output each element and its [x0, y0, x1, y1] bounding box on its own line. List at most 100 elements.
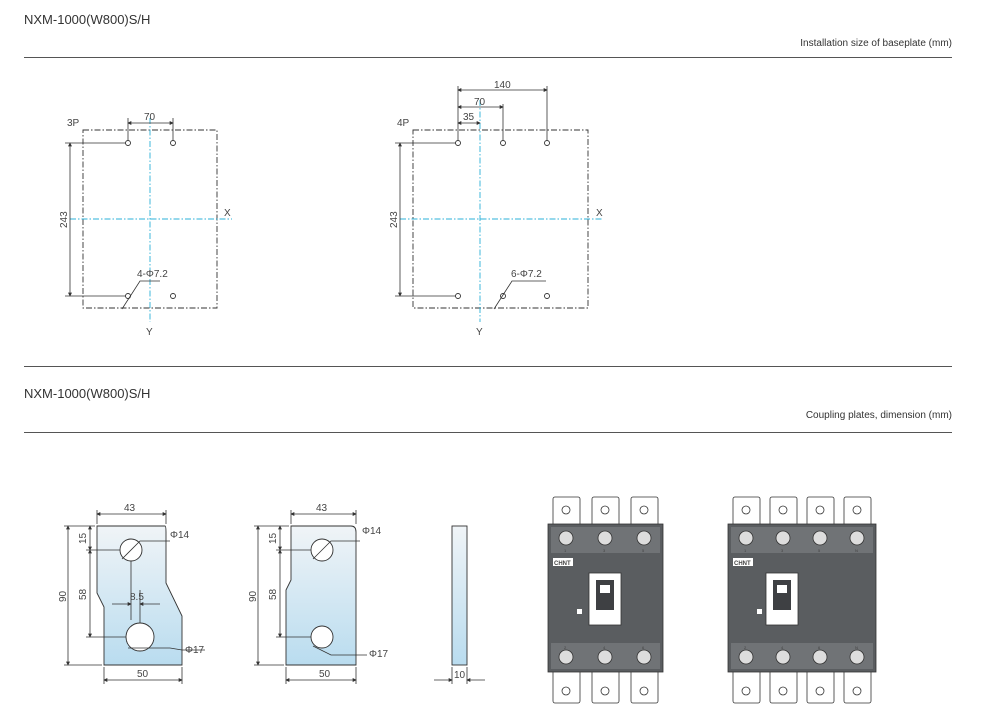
- axis-x-label-4p: X: [596, 208, 603, 219]
- dim-width-3p: 70: [144, 112, 156, 123]
- operating-handle: [773, 580, 791, 610]
- terminal-screw: [849, 649, 865, 665]
- terminal-number: 3: [781, 548, 784, 553]
- axis-y-label-3p: Y: [146, 327, 153, 338]
- hole-large: [310, 625, 334, 649]
- mount-hole: [125, 293, 131, 299]
- mount-hole: [455, 293, 461, 299]
- terminal-plate: [843, 496, 872, 531]
- divider: [24, 366, 952, 367]
- section-caption-coupling: Coupling plates, dimension (mm): [805, 410, 952, 421]
- thickness: 10: [454, 670, 466, 681]
- brand-logo-3p: CHNT: [554, 561, 571, 567]
- terminal-screw: [775, 530, 791, 546]
- terminal-number: 5: [642, 548, 645, 553]
- terminal-number: N: [855, 645, 858, 650]
- terminal-number: 2: [564, 645, 567, 650]
- terminal-number: 4: [781, 645, 784, 650]
- terminal-screw: [775, 649, 791, 665]
- terminal-number: 4: [603, 645, 606, 650]
- dim-height-4p: 243: [389, 211, 400, 228]
- hole-large-label: Φ17: [369, 649, 389, 660]
- mount-hole: [544, 140, 550, 146]
- width-bottom: 50: [319, 669, 331, 680]
- terminal-number: 6: [818, 645, 821, 650]
- terminal-plate: [732, 496, 761, 531]
- terminal-plate: [591, 496, 620, 531]
- width-top: 43: [124, 503, 136, 514]
- baseplate-4p-drawing: 4P 140 70 35 243 6-Φ7.2 X Y: [389, 80, 603, 338]
- terminal-plate: [806, 496, 835, 531]
- height-top: 15: [78, 532, 89, 544]
- terminal-plate: [630, 669, 659, 704]
- section-caption-baseplate: Installation size of baseplate (mm): [800, 38, 952, 49]
- operating-handle: [596, 580, 614, 610]
- axis-x-label-3p: X: [224, 208, 231, 219]
- section-title-baseplate: NXM-1000(W800)S/H: [24, 12, 151, 27]
- mount-hole: [125, 140, 131, 146]
- coupling-plate-a: 43 50 90 15 58 8.5 Φ14 Φ17: [58, 503, 205, 684]
- baseplate-outline: [412, 129, 589, 309]
- mount-hole: [455, 140, 461, 146]
- label-4p: 4P: [397, 118, 410, 129]
- terminal-screw: [558, 530, 574, 546]
- terminal-screw: [597, 530, 613, 546]
- divider: [24, 432, 952, 433]
- brand-logo-4p: CHNT: [734, 561, 751, 567]
- terminal-screw: [849, 530, 865, 546]
- axis-y-label-4p: Y: [476, 327, 483, 338]
- terminal-plate: [769, 669, 798, 704]
- handle-indicator: [777, 585, 787, 593]
- terminal-screw: [812, 530, 828, 546]
- height-top: 15: [268, 532, 279, 544]
- terminal-screw: [636, 530, 652, 546]
- terminal-number: 2: [744, 645, 747, 650]
- terminal-screw: [597, 649, 613, 665]
- terminal-screw: [558, 649, 574, 665]
- breaker-3p-drawing: 1 3 5 2 4 6 CHNT: [547, 496, 664, 704]
- terminal-plate: [843, 669, 872, 704]
- terminal-screw: [738, 649, 754, 665]
- coupling-plate-b: 43 50 90 15 58 Φ14 Φ17: [248, 503, 389, 684]
- dim-width-4p: 70: [474, 97, 486, 108]
- hole-large-label: Φ17: [185, 645, 205, 656]
- handle-indicator: [600, 585, 610, 593]
- terminal-number: 1: [744, 548, 747, 553]
- plate-shape: [96, 525, 183, 666]
- mount-hole: [170, 140, 176, 146]
- mount-hole: [170, 293, 176, 299]
- terminal-plate: [732, 669, 761, 704]
- terminal-plate: [806, 669, 835, 704]
- terminal-cover-bottom: [731, 643, 873, 669]
- indicator-square: [577, 609, 582, 614]
- brand-badge: [733, 558, 753, 566]
- offset: 8.5: [130, 592, 144, 603]
- terminal-number: 3: [603, 548, 606, 553]
- terminal-plate: [552, 669, 581, 704]
- coupling-plate-side-view: 10: [434, 525, 485, 684]
- height-mid: 58: [268, 588, 279, 600]
- height-total: 90: [58, 590, 69, 602]
- breaker-4p-drawing: 1 3 5 N 2 4 6 N CHNT: [727, 496, 877, 704]
- terminal-number: N: [855, 548, 858, 553]
- terminal-plate: [591, 669, 620, 704]
- dim-height-3p: 243: [59, 211, 70, 228]
- terminal-number: 5: [818, 548, 821, 553]
- terminal-screw: [812, 649, 828, 665]
- terminal-cover-top: [731, 527, 873, 553]
- plate-side: [451, 525, 468, 666]
- section-title-coupling: NXM-1000(W800)S/H: [24, 386, 151, 401]
- height-mid: 58: [78, 588, 89, 600]
- hole-small-label: Φ14: [170, 530, 190, 541]
- hole-small-label: Φ14: [362, 526, 382, 537]
- terminal-screw: [738, 530, 754, 546]
- hole-spec-3p: 4-Φ7.2: [137, 269, 168, 280]
- divider: [24, 57, 952, 58]
- plate-shape: [285, 525, 357, 666]
- width-top: 43: [316, 503, 328, 514]
- mount-hole: [544, 293, 550, 299]
- baseplate-3p-drawing: 3P 70 243 4-Φ7.2 X Y: [59, 112, 232, 338]
- dim-total-4p: 140: [494, 80, 511, 91]
- hole-spec-4p: 6-Φ7.2: [511, 269, 542, 280]
